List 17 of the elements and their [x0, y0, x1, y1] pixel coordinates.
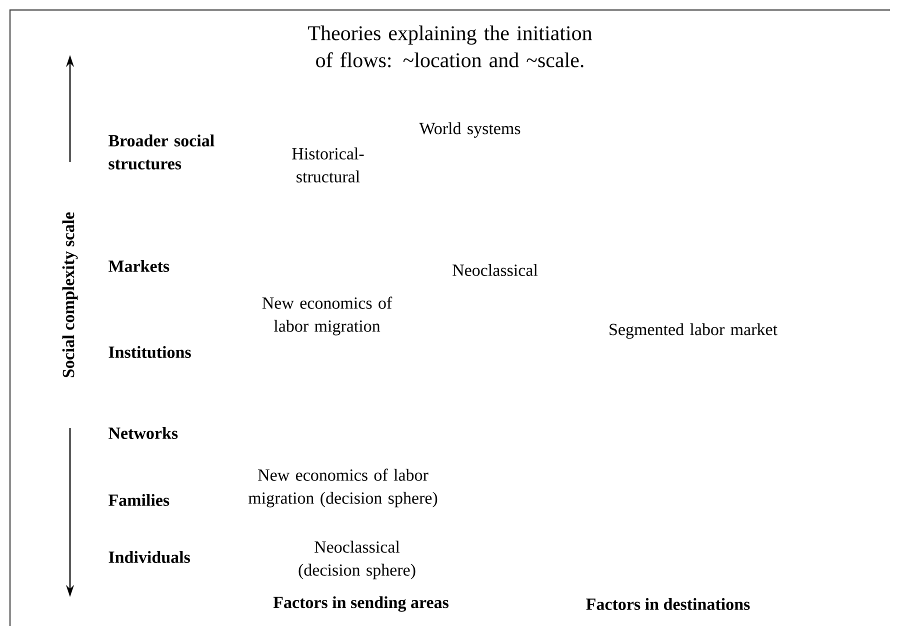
theory-label: New economics of labor migration (decision sphere)	[248, 468, 438, 508]
theory-label: New economics of labor migration	[262, 296, 392, 336]
theory-label: Segmented labor market	[610, 323, 778, 339]
row-label: Markets	[108, 260, 170, 272]
row-label: Networks	[108, 427, 178, 439]
column-label: Factors in sending areas	[273, 596, 448, 612]
row-label: Families	[108, 494, 170, 506]
row-label: Broader social structures	[108, 134, 214, 170]
theory-label: Neoclassical	[452, 264, 538, 276]
theory-label: Neoclassical (decision sphere)	[298, 540, 416, 580]
row-label: Individuals	[108, 551, 190, 563]
title: Theories explaining the initiation of flows: ~location and ~scale.	[308, 26, 592, 68]
row-label: Institutions	[108, 346, 191, 358]
axis-label: Social complexity scale	[62, 212, 78, 378]
theory-label: Historical-structural	[292, 148, 364, 182]
column-label: Factors in destinations	[586, 598, 750, 610]
theory-label: World systems	[419, 122, 520, 138]
